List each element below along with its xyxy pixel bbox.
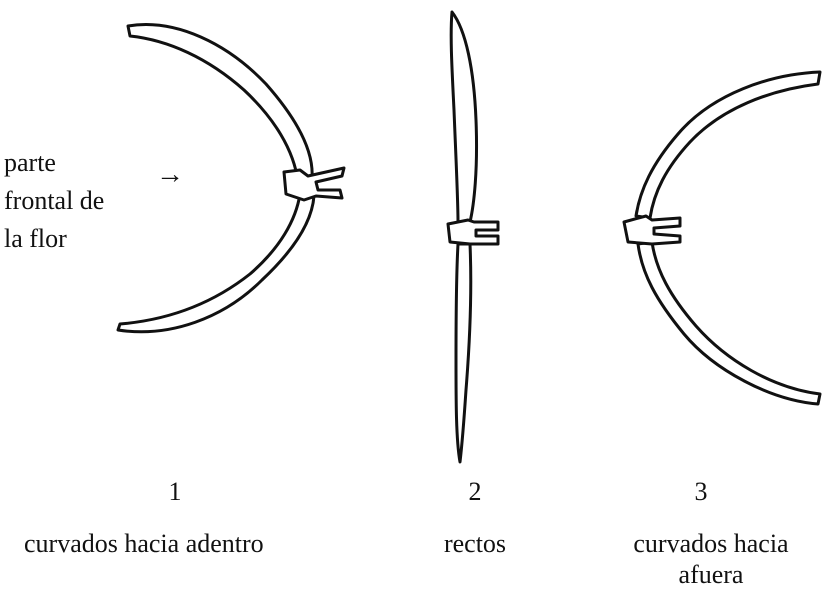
style-3-upper-arm	[634, 70, 822, 220]
style-3-curved-outward-drawing	[622, 70, 822, 406]
style-3-caption-line-2: afuera	[678, 560, 744, 590]
style-3-center-attachment	[622, 214, 682, 246]
style-3-caption: curvados hacia afuera	[600, 528, 822, 590]
flower-front-label-line-2: frontal de	[4, 186, 105, 215]
style-2-number: 2	[468, 477, 482, 506]
style-2-caption: rectos	[443, 529, 507, 558]
style-1-center-attachment	[282, 166, 346, 202]
flower-front-label-line-1: parte	[4, 148, 56, 177]
style-2-straight-drawing	[446, 10, 500, 464]
style-2-center-attachment	[446, 218, 500, 246]
flower-front-label-line-3: la flor	[4, 224, 67, 253]
style-3-number: 3	[694, 477, 708, 506]
style-1-curved-inward-drawing	[116, 23, 346, 334]
style-2-lower-arm	[454, 242, 473, 464]
style-3-caption-line-1: curvados hacia	[633, 529, 789, 558]
style-2-upper-arm	[449, 10, 479, 224]
style-1-number: 1	[168, 477, 182, 506]
flower-front-label: parte frontal de la flor	[4, 144, 154, 258]
style-1-caption: curvados hacia adentro	[24, 529, 264, 558]
style-3-lower-arm	[636, 240, 822, 406]
flower-front-arrow-icon: →	[156, 159, 184, 190]
